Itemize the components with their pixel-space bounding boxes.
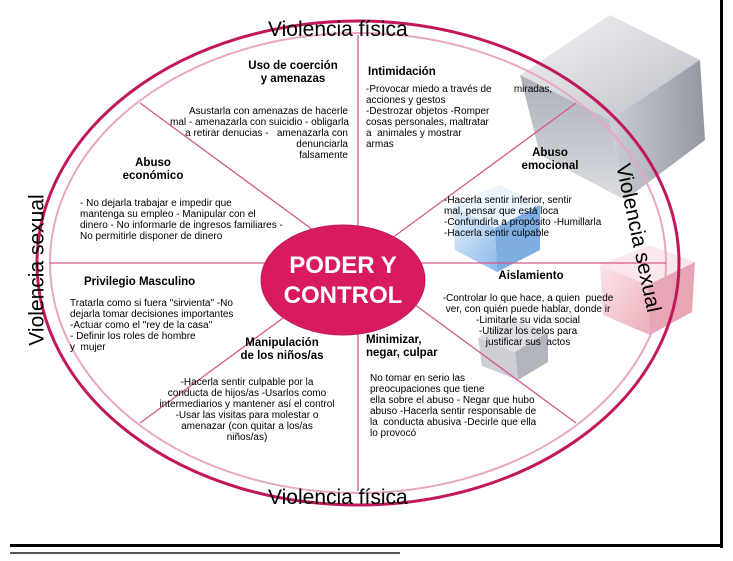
center-title-line1: PODER Y (289, 252, 397, 279)
segment-coercion-title: Uso de coerción y amenazas (248, 60, 338, 85)
frame-border-right (720, 0, 723, 548)
segment-aislamiento-body: -Controlar lo que hace, a quien puede ve… (442, 293, 614, 348)
outer-label-left: Violencia sexual (25, 194, 49, 346)
outer-label-top: Violencia física (268, 18, 408, 41)
outer-rim (35, 19, 681, 507)
segment-minimizar-title: Minimizar, negar, culpar (366, 334, 438, 359)
segment-privilegio-body: Tratarla como si fuera "sirvienta" -No d… (70, 298, 234, 353)
decorative-small-gray-cube (478, 318, 548, 380)
segment-intimidacion-body: -Provocar miedo a través de miradas, acc… (366, 84, 553, 150)
segment-economico-body: - No dejarla trabajar e impedir que mant… (80, 198, 283, 242)
center-hub (260, 224, 426, 336)
segment-coercion-body: Asustarla con amenazas de hacerle mal - … (170, 106, 349, 161)
segment-economico-title: Abuso económico (122, 157, 184, 182)
frame-underline (10, 552, 400, 554)
segment-emocional-title: Abuso emocional (521, 147, 579, 172)
segment-emocional-body: -Hacerla sentir inferior, sentir mal, pe… (444, 195, 602, 239)
frame-border-bottom (10, 544, 723, 547)
segment-intimidacion-title: Intimidación (368, 66, 436, 78)
segment-minimizar-body: No tomar en serio las preocupaciones que… (370, 373, 537, 439)
segment-ninos-title: Manipulación de los niños/as (240, 337, 324, 362)
decorative-pink-cube (600, 245, 695, 335)
decorative-blue-cube (452, 185, 540, 272)
segment-privilegio-title: Privilegio Masculino (84, 276, 196, 288)
segment-ninos-body: -Hacerla sentir culpable por la conducta… (159, 377, 335, 443)
outer-label-bottom: Violencia física (268, 486, 408, 509)
center-title-line2: CONTROL (283, 282, 403, 309)
segment-aislamiento-title: Aislamiento (498, 270, 564, 282)
